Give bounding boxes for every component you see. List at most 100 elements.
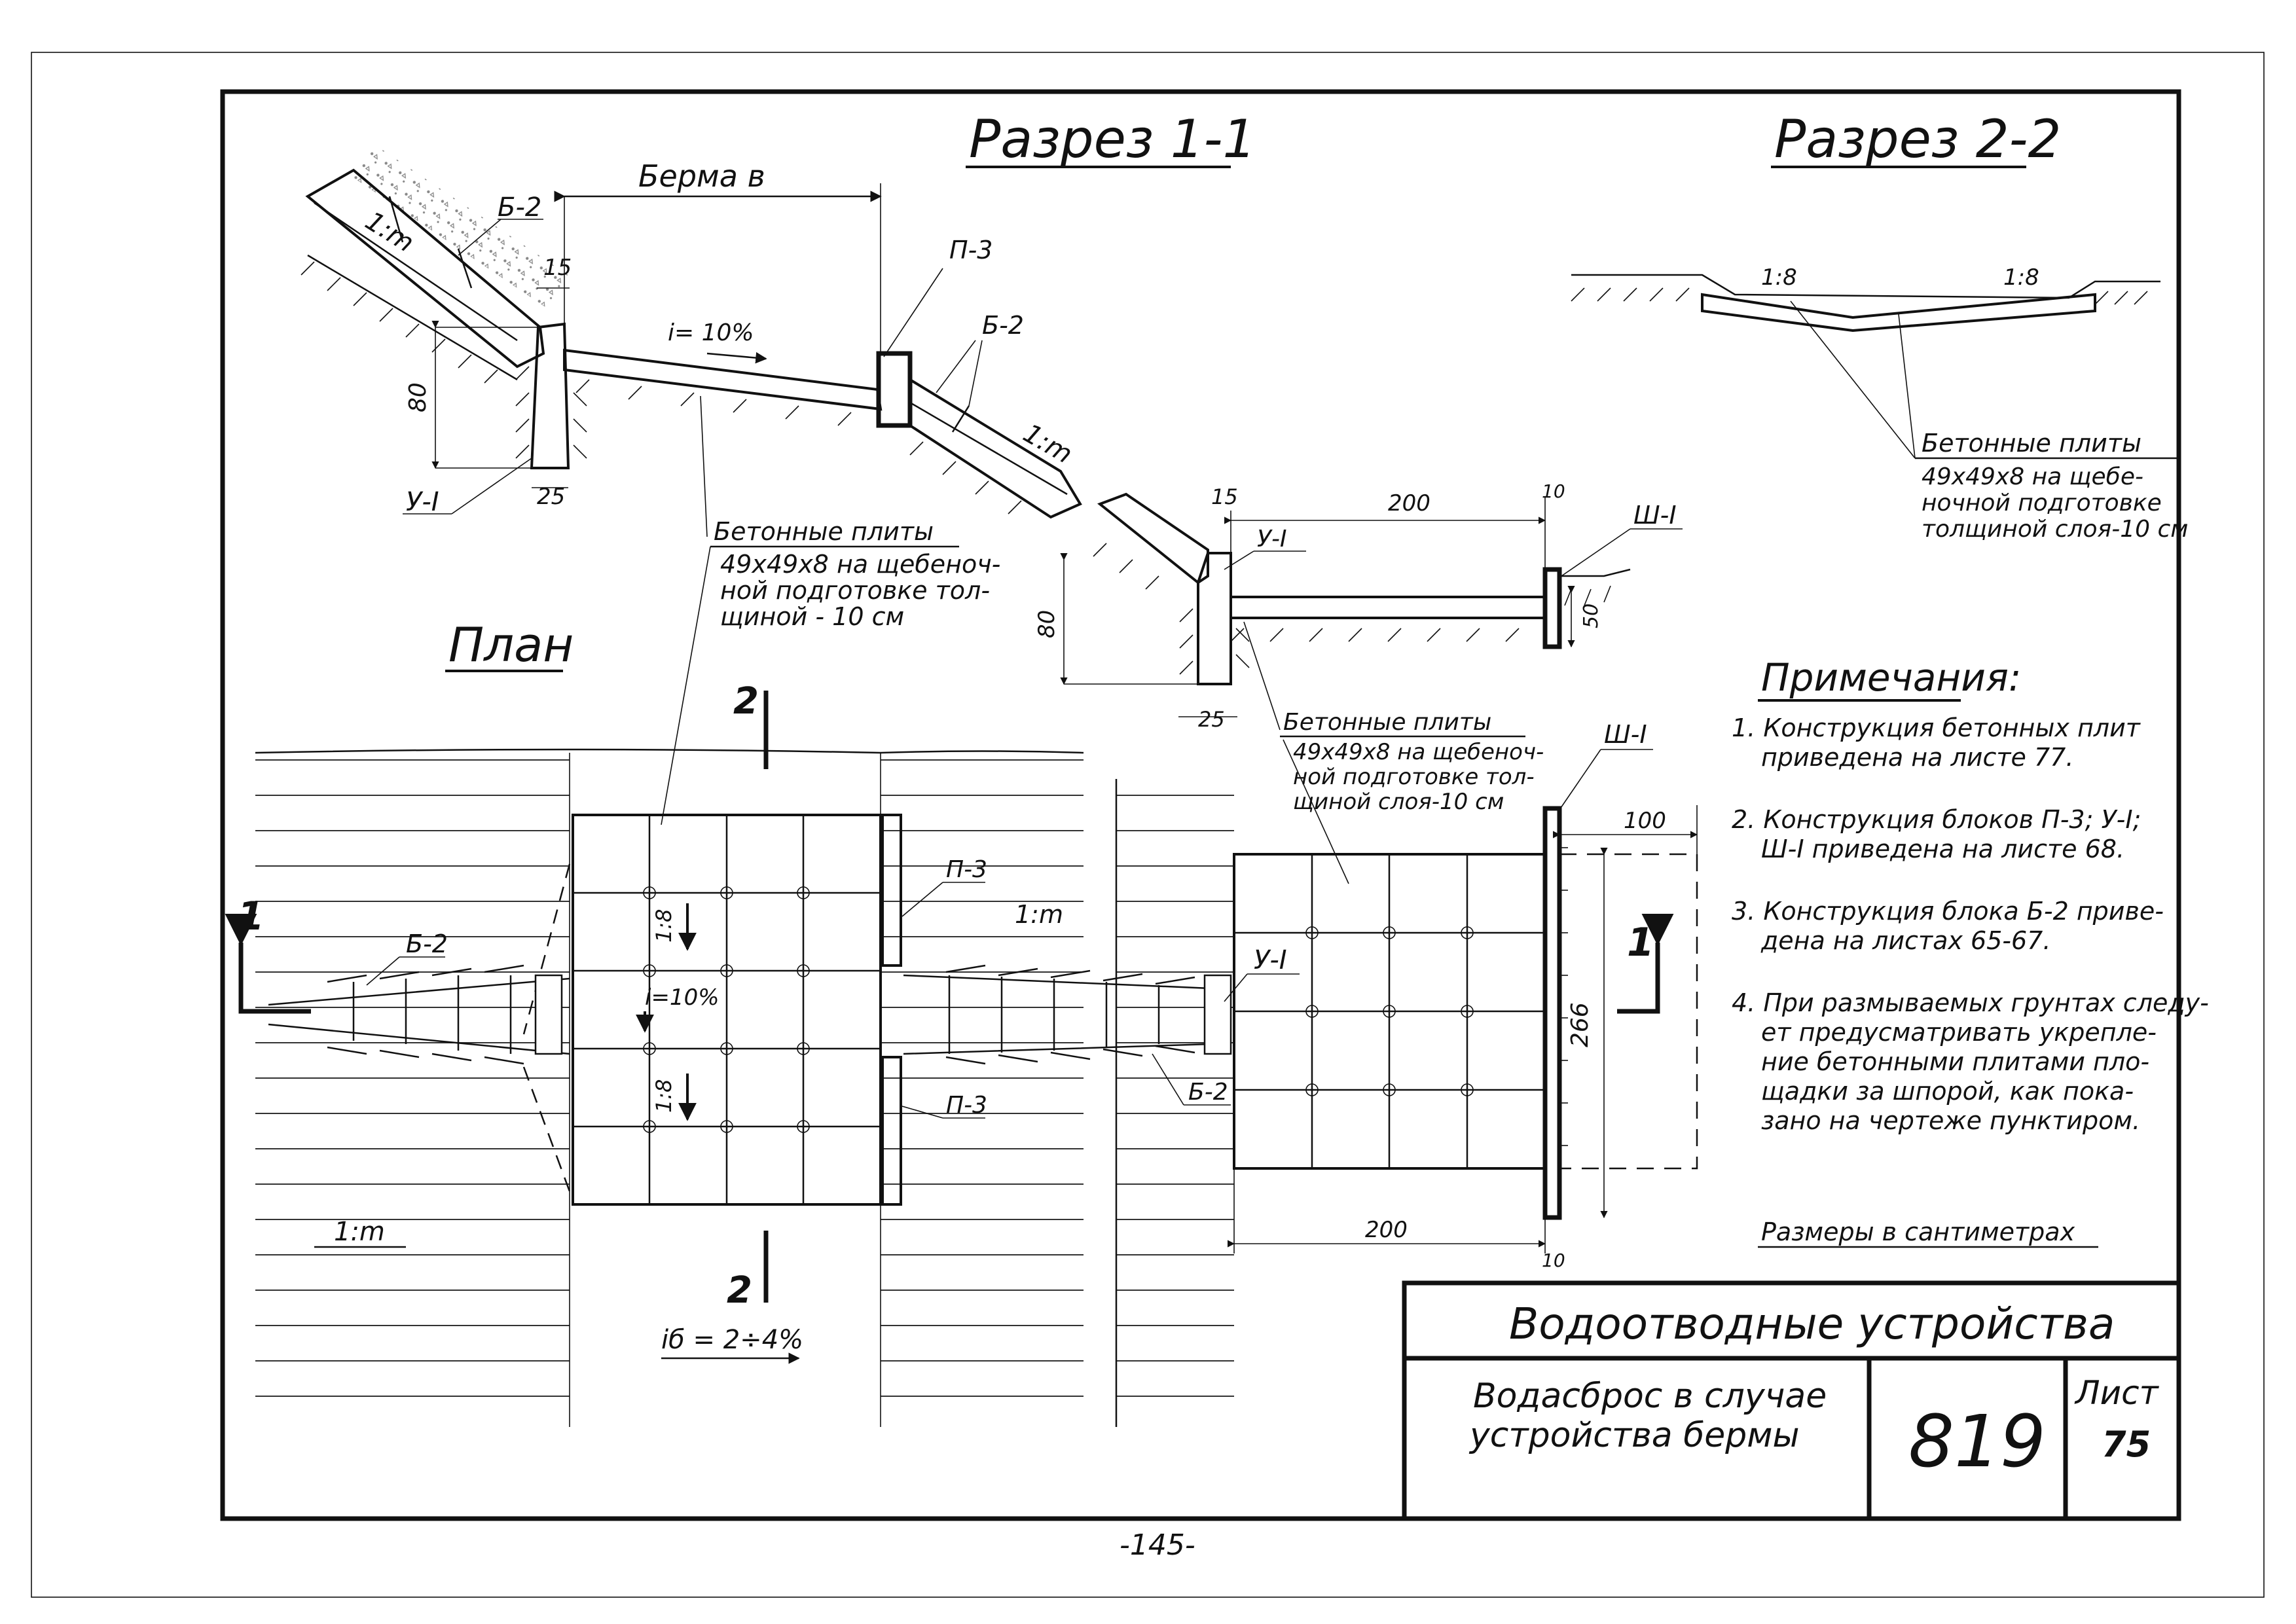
- plan-dim-266-label: 266: [1567, 1002, 1594, 1047]
- lower-slope-blocks: [909, 377, 1082, 519]
- cut-1-left-label: 1: [237, 893, 264, 939]
- plan-view: План: [225, 617, 1698, 1427]
- cut-marker-2-bottom: 2: [727, 1231, 769, 1312]
- note-1-line-1: 1. Конструкция бетонных плит: [1732, 713, 2141, 742]
- section-1-slabs-title: Бетонные плиты: [714, 517, 934, 546]
- outlet-slabs-desc-1: 49х49х8 на щебеноч-: [1293, 739, 1544, 765]
- outlet-dim-25-label: 25: [1198, 707, 1225, 732]
- section-1-slabs-desc-2: ной подготовке тол-: [720, 576, 990, 605]
- section-2-slabs-desc-1: 49х49х8 на щебе-: [1922, 463, 2143, 490]
- plan-left-slope-area: [255, 753, 570, 1427]
- dim-15-label: 15: [543, 255, 572, 281]
- plan-block-sh1-label: Ш-I: [1604, 720, 1647, 749]
- note-3-line-2: дена на листах 65-67.: [1760, 926, 2050, 955]
- outlet-slabs-desc-3: щиной слоя-10 см: [1293, 789, 1504, 815]
- berm-label: Берма в: [638, 158, 765, 194]
- note-2-line-1: 2. Конструкция блоков П-3; У-I;: [1732, 805, 2141, 834]
- block-p3-label: П-3: [949, 236, 993, 264]
- section-2-2: Разрез 2-2 1:8 1:8 Бетонные плиты 49х49х…: [1571, 109, 2188, 543]
- cut-marker-1-right: 1: [1617, 913, 1674, 1014]
- section-2-slabs-desc-3: толщиной слоя-10 см: [1922, 516, 2188, 543]
- plan-right-slope-area: [881, 753, 1084, 1427]
- section-outlet: 15 200 10 У-I Ш-I 80 25 50 Бетонные плит…: [1034, 480, 1683, 884]
- section-2-slabs-title: Бетонные плиты: [1922, 429, 2141, 458]
- outlet-spur-block-u1: [1197, 552, 1232, 685]
- plan-block-p3-bottom: [881, 1056, 902, 1206]
- title-block-number: 819: [1908, 1399, 2046, 1483]
- section-1-1: Разрез 1-1: [301, 109, 1256, 825]
- plan-dim-10-label: 10: [1542, 1250, 1565, 1271]
- block-b2-lower-label: Б-2: [982, 311, 1024, 340]
- plan-block-p3-top: [881, 814, 902, 967]
- plan-dim-100-label: 100: [1624, 808, 1666, 834]
- outlet-block-u1-label: У-I: [1257, 526, 1287, 552]
- block-b2-upper-label: Б-2: [498, 192, 541, 223]
- section-2-slab-layer: [1701, 293, 2096, 333]
- berm-slab-layer: [563, 348, 883, 411]
- plan-slope-18-top-label: 1:8: [651, 909, 676, 943]
- plan-slope-1m-right-label: 1:m: [1015, 900, 1063, 929]
- slope-percent-label: i= 10%: [668, 319, 754, 346]
- section-2-2-heading: Разрез 2-2: [1774, 109, 2061, 170]
- outlet-slab-layer: [1230, 596, 1546, 619]
- plan-outlet-slope-area: [1116, 779, 1234, 1427]
- title-block-title: Водоотводные устройства: [1509, 1299, 2115, 1349]
- plan-block-b2-left-label: Б-2: [406, 929, 448, 958]
- note-4-line-3: ние бетонными плитами пло-: [1761, 1047, 2149, 1076]
- note-4-line-2: ет предусматривать укрепле-: [1761, 1018, 2157, 1047]
- note-4-line-5: зано на чертеже пунктиром.: [1761, 1106, 2140, 1135]
- plan-block-u1-label: У-I: [1254, 945, 1287, 975]
- plan-slope-18-bottom-label: 1:8: [651, 1079, 676, 1113]
- section-2-slabs-desc-2: ночной подготовке: [1922, 490, 2162, 516]
- cut-marker-2-top: 2: [733, 680, 769, 769]
- plan-heading: План: [448, 617, 574, 672]
- title-block: Водоотводные устройства Водасброс в случ…: [1402, 1280, 2181, 1521]
- notes-heading: Примечания:: [1761, 655, 2021, 700]
- outlet-dim-200-label: 200: [1388, 490, 1430, 516]
- title-block-sheet-number: 75: [2102, 1424, 2151, 1465]
- title-block-subtitle-1: Водасброс в случае: [1473, 1377, 1827, 1416]
- plan-dim-200-label: 200: [1365, 1217, 1408, 1243]
- section-1-slabs-desc-1: 49х49х8 на щебеноч-: [720, 550, 1000, 579]
- sheet-trim-line: [31, 52, 2265, 1598]
- section-2-slope-left: 1:8: [1761, 264, 1797, 291]
- note-3-line-1: 3. Конструкция блока Б-2 приве-: [1732, 897, 2164, 926]
- outlet-dim-10-top-label: 10: [1542, 480, 1565, 502]
- block-p3: [876, 351, 913, 428]
- section-2-slope-right: 1:8: [2003, 264, 2039, 291]
- cut-1-right-label: 1: [1627, 920, 1654, 965]
- outlet-dim-50-label: 50: [1580, 604, 1603, 628]
- spur-block-u1: [530, 322, 570, 469]
- dim-80-label: 80: [405, 382, 431, 412]
- plan-slope-percent-label: i=10%: [645, 984, 720, 1011]
- section-1-slabs-desc-3: щиной - 10 см: [720, 602, 904, 631]
- note-1-line-2: приведена на листе 77.: [1761, 743, 2073, 772]
- title-block-sheet-label: Лист: [2074, 1374, 2160, 1412]
- plan-berm-slope-label: iб = 2÷4%: [661, 1325, 803, 1355]
- outlet-block-sh1: [1542, 567, 1562, 649]
- plan-b2-chute-left: [268, 964, 570, 1065]
- outlet-dim-80-label: 80: [1034, 610, 1060, 638]
- units-note: Размеры в сантиметрах: [1761, 1218, 2075, 1246]
- plan-block-sh1: [1542, 806, 1562, 1220]
- plan-block-p3-bottom-label: П-3: [946, 1092, 987, 1119]
- plan-dashed-protection-area: [1558, 853, 1698, 1170]
- notes-block: Примечания: 1. Конструкция бетонных плит…: [1732, 655, 2209, 1248]
- page-number: -145-: [1120, 1528, 1195, 1562]
- outlet-block-sh1-label: Ш-I: [1633, 501, 1677, 530]
- plan-b2-chute-right: [903, 964, 1232, 1065]
- cut-2-bottom-label: 2: [727, 1269, 752, 1312]
- outlet-slabs-title: Бетонные плиты: [1283, 709, 1491, 736]
- drawing-frame: [220, 89, 2181, 1521]
- note-4-line-1: 4. При размываемых грунтах следу-: [1732, 988, 2209, 1017]
- block-u1-label: У-I: [406, 487, 439, 517]
- title-block-subtitle-2: устройства бермы: [1468, 1416, 1800, 1455]
- plan-block-b2-right-label: Б-2: [1188, 1079, 1228, 1106]
- note-4-line-4: щадки за шпорой, как пока-: [1761, 1077, 2134, 1106]
- note-2-line-2: Ш-I приведена на листе 68.: [1761, 835, 2124, 863]
- outlet-slabs-desc-2: ной подготовке тол-: [1293, 764, 1535, 790]
- section-1-1-heading: Разрез 1-1: [969, 109, 1256, 170]
- upper-slope-blocks: [305, 168, 545, 369]
- outlet-dim-15-label: 15: [1211, 484, 1238, 509]
